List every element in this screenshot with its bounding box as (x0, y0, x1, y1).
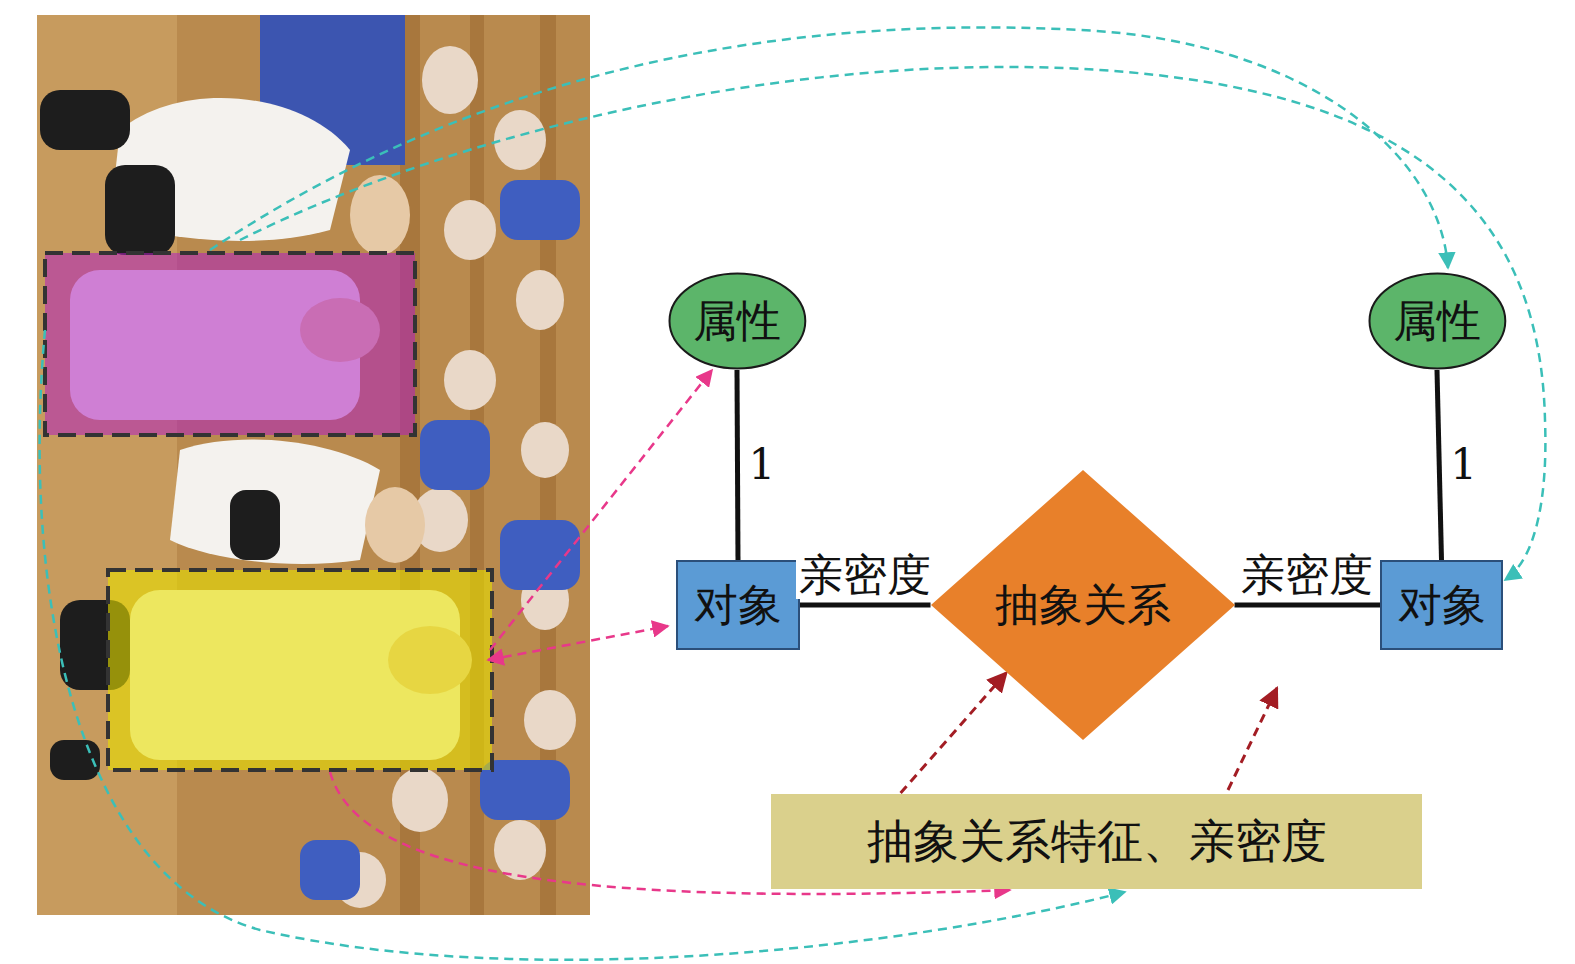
pointer-arrow (488, 626, 668, 660)
edge-label: 1 (745, 442, 778, 488)
node-text: 属性 (1393, 297, 1481, 345)
node-shape (931, 470, 1235, 740)
edge-label: 亲密度 (796, 551, 934, 599)
connector (1437, 370, 1442, 560)
node-shape (1381, 561, 1502, 649)
attribute-ellipse: 属性 (668, 272, 807, 370)
object-box: 对象 (676, 560, 800, 650)
attribute-ellipse: 属性 (1368, 272, 1507, 370)
node-shape (677, 561, 799, 649)
edge-label: 亲密度 (1238, 551, 1376, 599)
node-shape (771, 794, 1422, 889)
connector (800, 603, 931, 608)
connector (737, 370, 738, 560)
connector (901, 673, 1007, 794)
edge-label: 1 (1447, 442, 1480, 488)
node-shape (1369, 274, 1505, 369)
highlight-box (108, 570, 492, 770)
pointer-arrow (210, 27, 1448, 268)
node-shape (669, 274, 805, 369)
object-box: 对象 (1380, 560, 1503, 650)
photo (37, 15, 590, 915)
node-text: 属性 (693, 297, 781, 345)
pointer-arrow (240, 67, 1545, 580)
feature-band: 抽象关系特征、亲密度 (770, 793, 1423, 890)
node-text: 抽象关系 (995, 581, 1171, 629)
node-text: 对象 (694, 581, 782, 629)
node-text: 抽象关系特征、亲密度 (867, 816, 1327, 867)
connector (1235, 603, 1381, 608)
relation-diamond: 抽象关系 (931, 470, 1235, 740)
node-text: 对象 (1398, 581, 1486, 629)
highlight-box (45, 253, 415, 435)
pointer-arrow (1228, 688, 1277, 790)
